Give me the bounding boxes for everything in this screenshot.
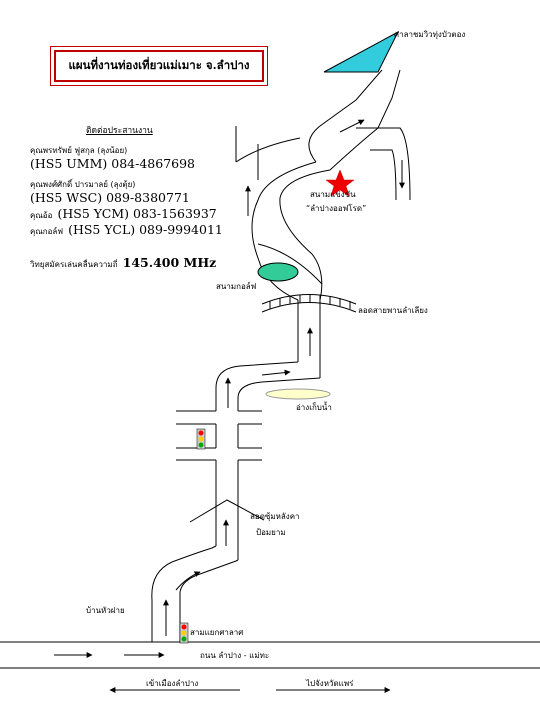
venue-label-line2: “ลำปางออฟโรด” (306, 204, 367, 213)
traffic-light-main-road-icon (179, 622, 189, 644)
map-title: แผนที่งานท่องเที่ยวแม่เมาะ จ.ลำปาง (68, 58, 250, 72)
loop-road-outer (356, 127, 411, 201)
contact-2-callsign: (HS5 WSC) 089-8380771 (30, 190, 190, 205)
main-road-label: ถนน ลำปาง - แม่ทะ (200, 651, 270, 660)
s-curve-left-edge (171, 545, 217, 563)
conveyor-belt-label: ลอดสายพานลำเลียง (358, 306, 428, 315)
contact-heading: ติดต่อประสานงาน (86, 126, 153, 136)
contact-4: คุณกอล์ฟ (HS5 YCL) 089-9994011 (30, 222, 223, 237)
winding-road-right-edge (279, 169, 331, 301)
junction-label: สามแยกศาลาศ (190, 628, 244, 637)
to-phrae-label: ไปจังหวัดแพร่ (306, 679, 354, 688)
ban-hua-fai-label: บ้านหัวฝาย (86, 606, 125, 615)
golf-course-label: สนามกอล์ฟ (216, 282, 257, 291)
curve-right-edge (237, 377, 321, 411)
contact-3: คุณอ้อ (HS5 YCM) 083-1563937 (30, 206, 217, 221)
road-network (0, 69, 540, 669)
reservoir-icon (265, 388, 331, 400)
winding-road-left-edge (251, 161, 317, 301)
roof-gate-label-line2: ป้อมยาม (256, 528, 286, 537)
venue-star-icon (325, 169, 355, 197)
to-lampang-label: เข้าเมืองลำปาง (146, 679, 199, 688)
golf-course-icon (257, 262, 299, 282)
viewpoint-label: ศาลาชมวิวทุ่งบัวตอง (394, 30, 466, 39)
radio-info: วิทยุสมัครเล่นคลื่นความถี่ 145.400 MHz (30, 255, 217, 270)
viewpoint-road-right-edge (329, 69, 401, 171)
viewpoint-triangle-icon (323, 30, 400, 73)
golf-course-road (257, 243, 323, 285)
contact-2-name: คุณพงศ์ศักดิ์ ปารมาลย์ (ลุงตุ้ย) (30, 180, 136, 189)
direction-arrows (54, 119, 405, 693)
viewpoint-road-left-edge (308, 69, 383, 163)
contact-1-name: คุณพรทรัพย์ ฟูสกุล (ลุงน้อย) (30, 146, 128, 155)
curve-left-edge (215, 361, 299, 411)
loop-road-inner (370, 149, 397, 201)
roof-gate-arch (189, 499, 265, 523)
venue-label-line1: สนามแข่งขัน (310, 190, 356, 199)
roof-gate-label-line1: ลอดซุ้มหลังคา (250, 512, 300, 521)
access-road-left-edge (151, 561, 173, 642)
s-curve-right-edge (199, 559, 239, 575)
conveyor-belt-ties (269, 294, 351, 309)
reservoir-label: อ่างเก็บน้ำ (296, 403, 332, 412)
contact-1-callsign: (HS5 UMM) 084-4867698 (30, 156, 196, 171)
traffic-light-junction-icon (196, 428, 206, 450)
map-title-frame: แผนที่งานท่องเที่ยวแม่เมาะ จ.ลำปาง (50, 46, 268, 86)
